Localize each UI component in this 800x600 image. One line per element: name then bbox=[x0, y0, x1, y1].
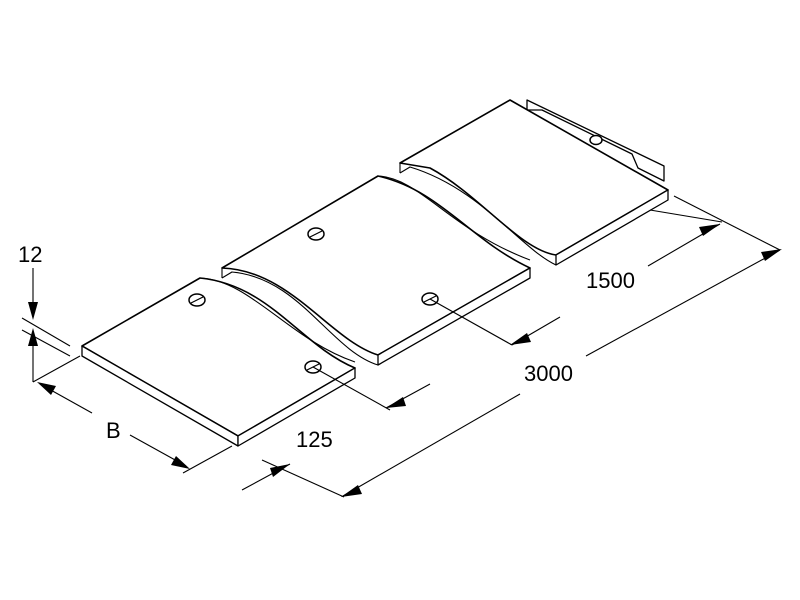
middle-cover-panel bbox=[221, 175, 531, 366]
thickness-dimension: 12 bbox=[18, 242, 71, 382]
section-length-dimension: 1500 bbox=[429, 209, 723, 346]
front-cover-panel bbox=[81, 277, 356, 447]
screw-icon bbox=[188, 293, 206, 307]
total-length-label: 3000 bbox=[524, 361, 573, 386]
middle-panel-side bbox=[377, 267, 531, 366]
middle-panel-back-fold bbox=[377, 175, 531, 261]
overlap-dimension: 125 bbox=[241, 366, 431, 491]
rear-cover-panel bbox=[399, 99, 669, 266]
overlap-label: 125 bbox=[296, 427, 333, 452]
mounting-tab bbox=[526, 99, 665, 182]
width-dimension: B bbox=[32, 355, 233, 474]
width-label: B bbox=[106, 418, 121, 443]
section-length-label: 1500 bbox=[586, 268, 635, 293]
screw-icon bbox=[307, 227, 325, 241]
front-panel-side bbox=[237, 367, 356, 447]
rear-panel-hole bbox=[589, 134, 603, 146]
total-length-dimension: 3000 bbox=[261, 195, 782, 498]
thickness-label: 12 bbox=[18, 242, 42, 267]
rear-panel-side bbox=[555, 189, 669, 266]
middle-panel-wave-edge bbox=[221, 271, 379, 366]
front-panel-back-fold bbox=[199, 277, 356, 363]
rear-panel-wave-edge bbox=[399, 166, 557, 266]
